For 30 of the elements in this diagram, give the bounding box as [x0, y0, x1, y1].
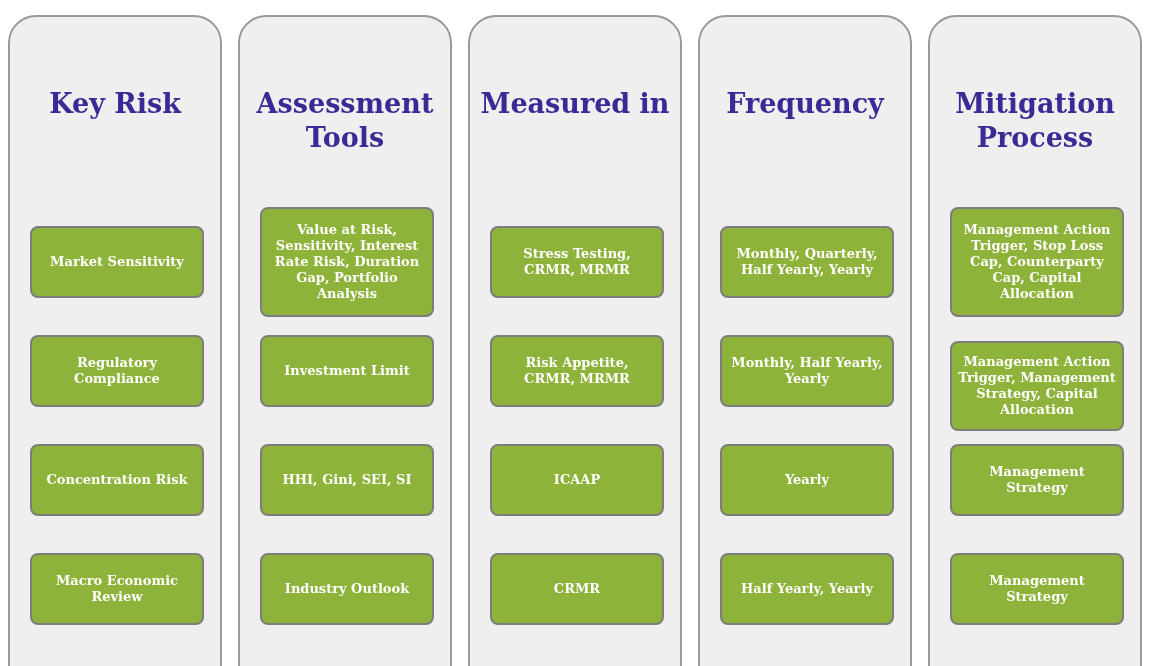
column-heading: Frequency [725, 87, 886, 121]
column-heading: Key Risk [48, 87, 183, 121]
category-box: Value at Risk, Sensitivity, Interest Rate Risk, Duration Gap, Portfolio Analysis [260, 207, 434, 317]
column-panel [8, 15, 222, 666]
category-box: Management Action Trigger, Stop Loss Cap, Counterparty Cap, Capital Allocation [950, 207, 1124, 317]
category-box: Stress Testing, CRMR, MRMR [490, 226, 664, 298]
category-box: Monthly, Quarterly, Half Yearly, Yearly [720, 226, 894, 298]
category-box: ICAAP [490, 444, 664, 516]
category-box: Half Yearly, Yearly [720, 553, 894, 625]
column-panel [698, 15, 912, 666]
category-box: Concentration Risk [30, 444, 204, 516]
column-heading: Mitigation Process [954, 87, 1116, 155]
category-box: Industry Outlook [260, 553, 434, 625]
category-box: Macro Economic Review [30, 553, 204, 625]
category-box: Regulatory Compliance [30, 335, 204, 407]
category-box: Management Action Trigger, Management Strategy, Capital Allocation [950, 341, 1124, 431]
category-box: Risk Appetite, CRMR, MRMR [490, 335, 664, 407]
category-box: Investment Limit [260, 335, 434, 407]
column-panel [468, 15, 682, 666]
category-box: Market Sensitivity [30, 226, 204, 298]
category-box: Management Strategy [950, 553, 1124, 625]
column-heading: Measured in [479, 87, 671, 121]
category-box: HHI, Gini, SEI, SI [260, 444, 434, 516]
column-panel [928, 15, 1142, 666]
category-box: Management Strategy [950, 444, 1124, 516]
category-box: Monthly, Half Yearly, Yearly [720, 335, 894, 407]
category-box: CRMR [490, 553, 664, 625]
column-heading: Assessment Tools [255, 87, 435, 155]
column-panel [238, 15, 452, 666]
category-box: Yearly [720, 444, 894, 516]
